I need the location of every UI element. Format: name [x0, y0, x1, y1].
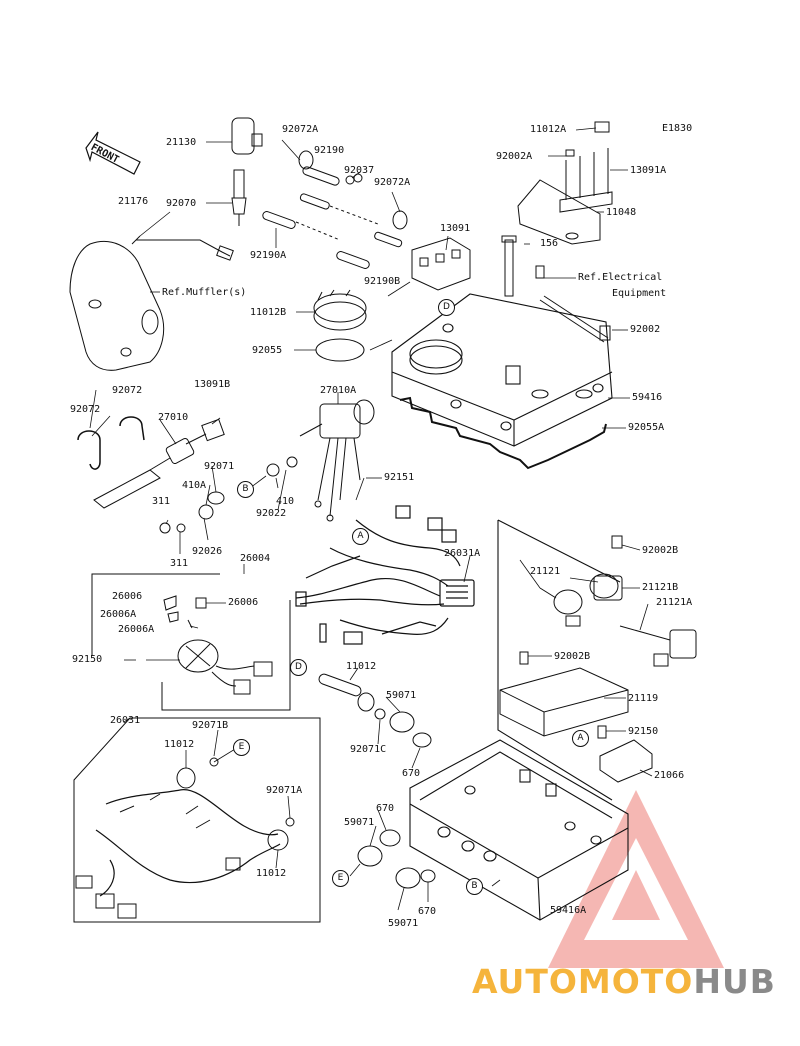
callout-letter: B	[466, 878, 483, 895]
part-label: 21176	[118, 196, 149, 207]
part-label: 92070	[166, 198, 197, 209]
part-label: 92002	[630, 324, 661, 335]
part-label: 92190A	[250, 250, 287, 261]
callout-letter: D	[438, 299, 455, 316]
part-label: 11012	[164, 739, 195, 750]
part-label: 21130	[166, 137, 197, 148]
bracket-13091a-icon	[517, 121, 613, 245]
watermark-part1: AUTOMOTO	[472, 962, 694, 1001]
watermark-text: AUTOMOTOHUB	[472, 962, 776, 1001]
part-label: 92190	[314, 145, 345, 156]
part-label: 59416A	[550, 905, 587, 916]
part-label: 92002B	[554, 651, 591, 662]
lower-box-59416a-icon	[409, 519, 629, 921]
part-label: 26006A	[118, 624, 155, 635]
part-label: 92055	[252, 345, 283, 356]
callout-letter: A	[572, 730, 589, 747]
part-label: Equipment	[612, 288, 667, 299]
part-label: 92071A	[266, 785, 303, 796]
part-label: 59071	[344, 817, 375, 828]
part-label: 59416	[632, 392, 663, 403]
part-label: 13091B	[194, 379, 231, 390]
part-label: 21119	[628, 693, 659, 704]
part-label: 92150	[72, 654, 103, 665]
part-label: 156	[540, 238, 559, 249]
relays-icon	[539, 535, 697, 667]
part-label: 311	[170, 558, 189, 569]
part-label: 21066	[654, 770, 685, 781]
part-label: 26031	[110, 715, 141, 726]
part-label: 410A	[182, 480, 207, 491]
part-label: 92150	[628, 726, 659, 737]
part-label: 670	[418, 906, 437, 917]
part-label: 11012A	[530, 124, 567, 135]
part-label: Ref.Muffler(s)	[162, 287, 247, 298]
part-label: 92022	[256, 508, 287, 519]
part-label: 59071	[388, 918, 419, 929]
part-label: 670	[376, 803, 395, 814]
part-label: 92072A	[282, 124, 319, 135]
box-cover-59416-icon	[391, 293, 613, 470]
part-label: 92190B	[364, 276, 401, 287]
part-label: 92072	[70, 404, 101, 415]
callout-letter: B	[237, 481, 254, 498]
leader-lines	[89, 127, 653, 911]
part-label: 92026	[192, 546, 223, 557]
diagram-code: E1830	[662, 123, 693, 134]
inset-26031-box	[73, 717, 321, 923]
part-label: 410	[276, 496, 295, 507]
part-label: 92072A	[374, 177, 411, 188]
callout-letter: E	[332, 870, 349, 887]
harness-26004-icon	[295, 505, 475, 645]
part-label: 11048	[606, 207, 637, 218]
part-label: 92071	[204, 461, 235, 472]
part-label: 92151	[384, 472, 415, 483]
part-label: 13091A	[630, 165, 667, 176]
callout-letter: A	[352, 528, 369, 545]
watermark-part2: HUB	[693, 962, 776, 1001]
part-label: 26006	[228, 597, 259, 608]
callout-letter: E	[233, 739, 250, 756]
part-label: 92071C	[350, 744, 387, 755]
part-label: 92055A	[628, 422, 665, 433]
part-label: 92002A	[496, 151, 533, 162]
part-label: 670	[402, 768, 421, 779]
part-label: 92071B	[192, 720, 229, 731]
part-label: 311	[152, 496, 171, 507]
front-arrow-icon	[85, 131, 141, 175]
clamps-27010-icon	[77, 416, 225, 509]
part-label: 21121A	[656, 597, 693, 608]
part-label: 26006	[112, 591, 143, 602]
spark-plug-icon	[231, 117, 263, 226]
part-label: 11012	[256, 868, 287, 879]
part-label: 26004	[240, 553, 271, 564]
component-27010a-icon	[266, 399, 375, 522]
part-label: 21121	[530, 566, 561, 577]
callout-letter: D	[290, 659, 307, 676]
part-label: 26006A	[100, 609, 137, 620]
tubes-icon	[262, 150, 408, 269]
part-label: 59071	[386, 690, 417, 701]
part-label: 26031A	[444, 548, 481, 559]
part-label: 92002B	[642, 545, 679, 556]
part-label: 11012	[346, 661, 377, 672]
part-label: 27010A	[320, 385, 357, 396]
part-label: Ref.Electrical	[578, 272, 663, 283]
bolts-icon	[501, 235, 611, 343]
fittings-icon	[318, 673, 436, 889]
part-label: 21121B	[642, 582, 679, 593]
muffler-part-icon	[69, 235, 234, 371]
part-label: 11012B	[250, 307, 287, 318]
watermark-logo-icon	[548, 790, 724, 968]
part-label: 92037	[344, 165, 375, 176]
bracket-13091-icon	[411, 237, 471, 291]
part-label: 13091	[440, 223, 471, 234]
cap-11012b-icon	[313, 289, 367, 362]
cdi-unit-icon	[499, 651, 653, 783]
part-label: 92072	[112, 385, 143, 396]
inset-26004-box	[91, 573, 291, 711]
part-label: 27010	[158, 412, 189, 423]
